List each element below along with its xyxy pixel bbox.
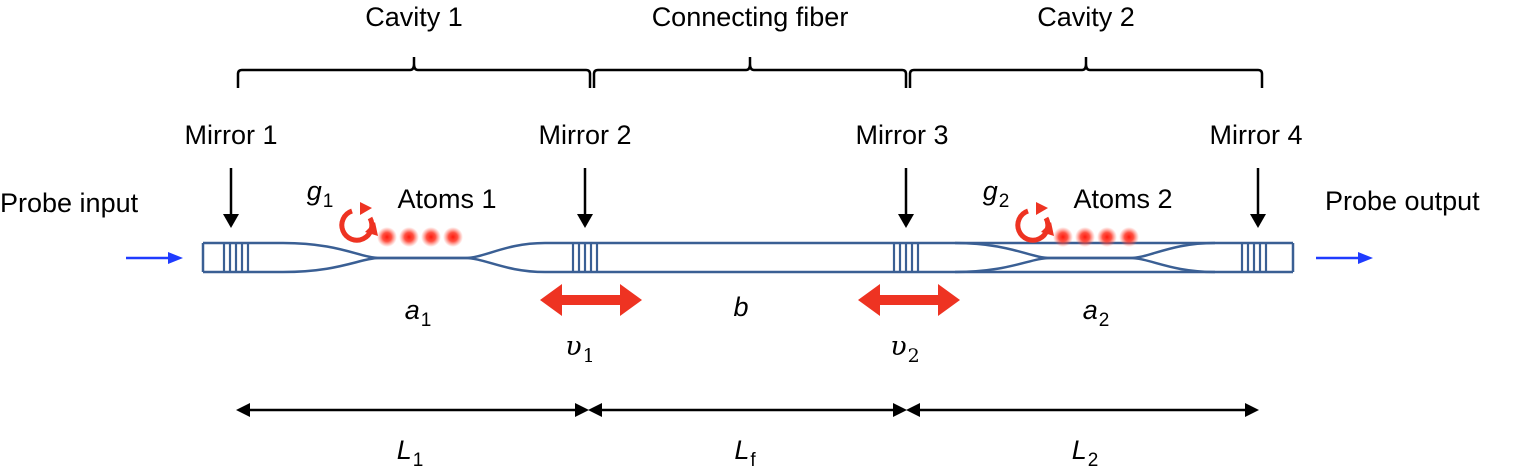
mirror-4-grating: [1240, 243, 1268, 272]
atom: [1097, 227, 1117, 247]
cavity-1-label: Cavity 1: [365, 2, 463, 32]
cavity-2-label: Cavity 2: [1037, 2, 1135, 32]
atoms-1-dots: [377, 227, 463, 247]
mirror-3-label: Mirror 3: [855, 120, 949, 150]
probe-output-label: Probe output: [1325, 186, 1480, 216]
mirror-2-grating: [571, 243, 599, 272]
coupling-loop-2-icon: [1015, 202, 1054, 243]
fiber: [201, 241, 1295, 274]
probe-input-label: Probe input: [0, 188, 139, 218]
coupling-loop-1-icon: [339, 202, 378, 243]
mirror-4-arrow: [1250, 168, 1266, 228]
length-L2-label: L2: [1071, 435, 1099, 471]
mirror-1-label: Mirror 1: [184, 120, 278, 150]
mode-b-label: b: [733, 292, 749, 322]
coupling-g1-label: g1: [306, 176, 334, 212]
length-Lf-arrow: [588, 403, 907, 417]
length-L2-arrow: [906, 403, 1259, 417]
mirror-1-arrow: [223, 168, 239, 228]
atom: [377, 227, 397, 247]
mirror-3-motion-arrow: [858, 284, 960, 316]
mirror-2-motion-arrow: [540, 284, 642, 316]
length-L1-arrow: [236, 403, 589, 417]
length-L1-label: L1: [396, 435, 424, 471]
probe-output-arrow: [1316, 252, 1373, 264]
mirror-4-label: Mirror 4: [1209, 120, 1303, 150]
mirror-3-grating: [892, 243, 920, 272]
connecting-fiber-label: Connecting fiber: [651, 2, 849, 32]
mirror-1-grating: [222, 243, 250, 272]
coupling-g2-label: g2: [982, 176, 1010, 212]
atom: [399, 227, 419, 247]
atoms-2-label: Atoms 2: [1073, 184, 1173, 214]
bracket-cavity-1: [236, 57, 592, 88]
atom: [443, 227, 463, 247]
mode-a2-label: a2: [1082, 295, 1110, 331]
length-Lf-label: Lf: [734, 435, 756, 471]
phonon-v1-label: υ1: [565, 331, 595, 367]
mirror-3-arrow: [898, 168, 914, 228]
atoms-2-dots: [1053, 227, 1139, 247]
bracket-cavity-2: [908, 57, 1264, 88]
probe-input-arrow: [126, 252, 183, 264]
atom: [1119, 227, 1139, 247]
atom: [421, 227, 441, 247]
mirror-2-arrow: [577, 168, 593, 228]
bracket-connecting-fiber: [592, 57, 908, 88]
atom: [1075, 227, 1095, 247]
atom: [1053, 227, 1073, 247]
mirror-2-label: Mirror 2: [538, 120, 632, 150]
mode-a1-label: a1: [404, 295, 432, 331]
phonon-v2-label: υ2: [890, 331, 920, 367]
atoms-1-label: Atoms 1: [397, 184, 497, 214]
